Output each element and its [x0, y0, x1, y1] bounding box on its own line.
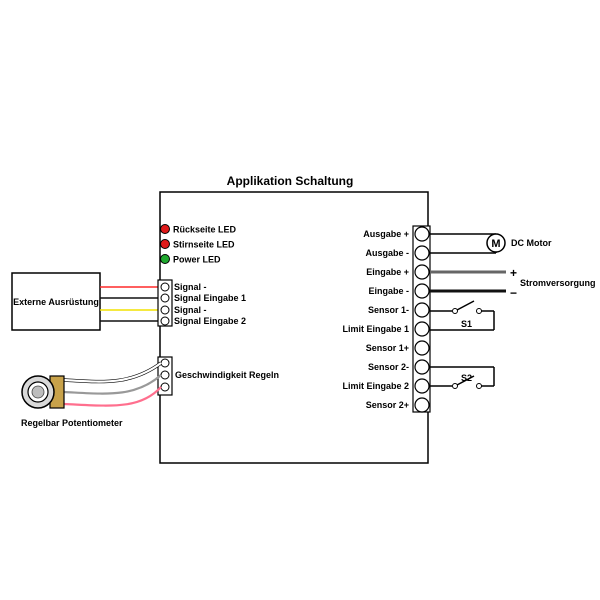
power-plus-sign: +	[510, 266, 517, 280]
led-rueckseite-icon	[160, 224, 170, 234]
output-terminal-label: Limit Eingabe 1	[342, 324, 409, 334]
output-terminal-label: Ausgabe -	[365, 248, 409, 258]
led-stirnseite-label: Stirnseite LED	[173, 240, 235, 250]
speed-terminal-label: Geschwindigkeit Regeln	[175, 370, 279, 380]
power-minus-sign: −	[510, 286, 517, 300]
output-terminal-label: Ausgabe +	[363, 229, 409, 239]
dc-motor-symbol: M	[491, 238, 500, 250]
signal-terminal-3: Signal -	[160, 305, 207, 315]
output-terminal-label: Sensor 1-	[368, 305, 409, 315]
external-equipment-label: Externe Ausrüstung	[13, 297, 99, 307]
pot-wire-pink	[63, 386, 162, 407]
led-power-label: Power LED	[173, 255, 221, 265]
led-stirnseite: Stirnseite LED	[160, 239, 235, 250]
signal-terminal-block	[157, 279, 173, 327]
signal-terminal-label: Signal -	[174, 305, 207, 315]
signal-terminal-2: Signal Eingabe 1	[160, 293, 246, 303]
led-power: Power LED	[160, 254, 221, 265]
output-terminal-screw-icon	[414, 226, 430, 242]
output-terminal-screw-icon	[414, 340, 430, 356]
potentiometer	[21, 375, 65, 409]
potentiometer-wires	[63, 361, 163, 407]
terminal-screw-icon	[160, 305, 170, 315]
switch-s1: S1	[430, 300, 495, 331]
output-terminal-screw-icon	[414, 302, 430, 318]
switch-s1-label: S1	[461, 319, 472, 329]
controller-board	[159, 191, 429, 464]
power-supply-label: Stromversorgung	[520, 278, 596, 288]
signal-terminal-1: Signal -	[160, 282, 207, 292]
potentiometer-label: Regelbar Potentiometer	[21, 418, 123, 428]
pot-wire-grey	[63, 374, 162, 395]
switch-s2-label: S2	[461, 373, 472, 383]
power-supply-wiring: + − Stromversorgung	[430, 266, 596, 300]
terminal-screw-icon	[160, 282, 170, 292]
signal-terminal-label: Signal Eingabe 2	[174, 316, 246, 326]
output-terminal-label: Sensor 2-	[368, 362, 409, 372]
switch-s2: S2	[430, 366, 495, 389]
signal-terminal-label: Signal -	[174, 282, 207, 292]
output-terminal-label: Eingabe +	[366, 267, 409, 277]
signal-terminal-label: Signal Eingabe 1	[174, 293, 246, 303]
output-terminal-label: Limit Eingabe 2	[342, 381, 409, 391]
led-rueckseite-label: Rückseite LED	[173, 225, 237, 235]
output-terminal-screw-icon	[414, 283, 430, 299]
motor-wiring: M DC Motor	[430, 233, 552, 254]
switch-s2-lever	[456, 375, 475, 386]
output-terminal-label: Sensor 1+	[366, 343, 409, 353]
led-stirnseite-icon	[160, 239, 170, 249]
output-terminal-label: Eingabe -	[368, 286, 409, 296]
output-terminal-screw-icon	[414, 397, 430, 413]
output-terminal-screw-icon	[414, 245, 430, 261]
switch-s1-lever	[456, 300, 475, 311]
signal-terminal-4: Signal Eingabe 2	[160, 316, 246, 326]
pot-wire-white	[63, 362, 162, 383]
signal-wires	[100, 286, 160, 322]
terminal-screw-icon	[160, 316, 170, 326]
terminal-screw-icon	[160, 370, 170, 380]
led-rueckseite: Rückseite LED	[160, 224, 237, 235]
dc-motor-icon	[486, 233, 506, 253]
output-terminal-screw-icon	[414, 378, 430, 394]
output-terminal-screw-icon	[414, 264, 430, 280]
output-terminal-screw-icon	[414, 359, 430, 375]
terminal-screw-icon	[160, 358, 170, 368]
external-equipment-box	[11, 272, 101, 331]
output-terminal-label: Sensor 2+	[366, 400, 409, 410]
dc-motor-label: DC Motor	[511, 238, 552, 248]
led-power-icon	[160, 254, 170, 264]
diagram-title: Applikation Schaltung	[227, 174, 354, 188]
output-terminal-screw-icon	[414, 321, 430, 337]
terminal-screw-icon	[160, 382, 170, 392]
terminal-screw-icon	[160, 293, 170, 303]
